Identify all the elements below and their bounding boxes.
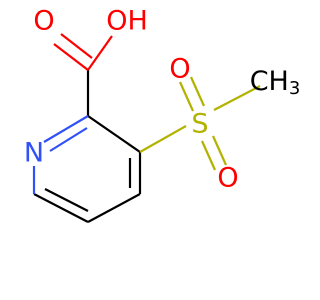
methyl-subscript-text: 3 [289,78,300,99]
sulfonyl-oxygen-top-label: O [169,54,190,85]
bond-c3-sulfur [139,125,187,153]
bond-sulfur-oxygen-bottom-a [200,140,217,171]
bond-sulfur-oxygen-top-a [178,81,195,112]
carbonyl-oxygen-label: O [33,6,54,37]
ring-nitrogen-label: N [24,138,44,169]
bond-n1-c2-double-inner [49,127,88,152]
bond-carboxyl-hydroxyl [87,35,113,71]
bond-c5-c6-double-inner [44,188,89,212]
hydroxyl-label: OH [106,6,148,37]
bond-c5-c6 [33,193,89,223]
atom-labels: O OH N S O O CH3 [24,6,300,194]
sulfur-label: S [191,109,208,140]
sulfonyl-oxygen-bottom-label: O [217,163,238,194]
bond-c2-c3 [87,115,141,153]
bond-sulfur-methyl [213,85,261,111]
bond-c4-c5 [87,193,141,223]
bond-carbonyl-double-outer [53,43,89,71]
bond-n1-c2 [43,115,89,143]
methyl-label: CH3 [250,66,300,99]
bond-sulfur-oxygen-bottom-b [211,135,228,166]
bonds [32,33,261,223]
bond-sulfur-oxygen-top-b [189,76,206,107]
methyl-base-text: CH [250,66,289,97]
chemical-structure: O OH N S O O CH3 [24,6,300,223]
bond-carbonyl-double-inner [60,33,93,59]
